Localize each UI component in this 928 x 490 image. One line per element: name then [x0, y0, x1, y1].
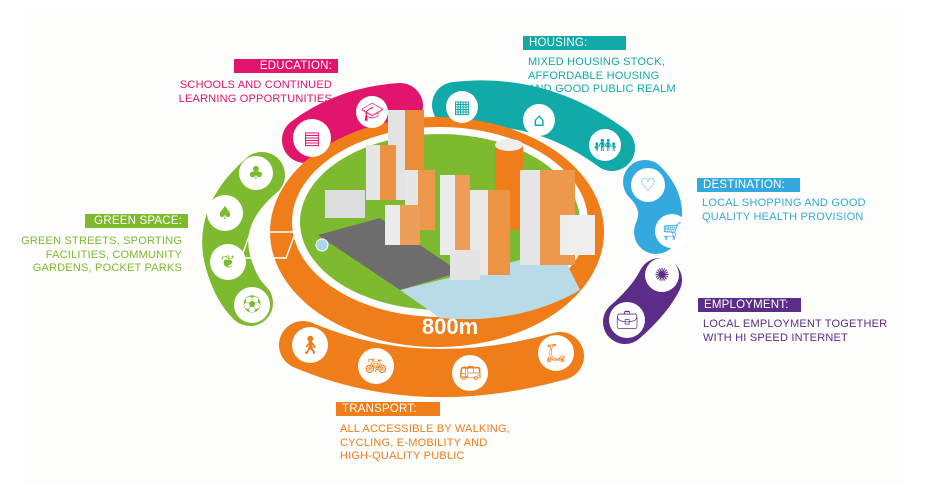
description-line: LOCAL SHOPPING AND GOOD	[702, 197, 866, 209]
destination-title: DESTINATION:	[697, 178, 800, 192]
playground-icon	[239, 156, 273, 190]
svg-text:♡: ♡	[640, 175, 656, 196]
description-line: GARDENS, POCKET PARKS	[32, 262, 182, 274]
svg-text:▦: ▦	[453, 97, 470, 118]
employment-title: EMPLOYMENT:	[698, 298, 801, 312]
svg-text:🎓︎: 🎓︎	[361, 102, 384, 123]
description-line: QUALITY HEALTH PROVISION	[702, 210, 864, 223]
description-line: ALL ACCESSIBLE BY WALKING,	[340, 423, 510, 435]
svg-text:✺: ✺	[654, 265, 669, 286]
svg-text:👪︎: 👪︎	[594, 135, 617, 156]
transport-band	[279, 321, 584, 398]
bus-icon	[452, 355, 488, 391]
transport-title: TRANSPORT:	[336, 402, 440, 416]
shopping-cart-icon	[655, 214, 689, 248]
housing-description: MIXED HOUSING STOCK, AFFORDABLE HOUSING …	[528, 56, 676, 97]
description-line: HIGH-QUALITY PUBLIC	[340, 450, 465, 462]
description-line: WITH HI SPEED INTERNET	[703, 331, 848, 344]
park-icon	[207, 195, 243, 231]
road	[318, 218, 460, 290]
building-icon	[446, 91, 478, 123]
city-buildings	[325, 110, 595, 280]
description-line: CYCLING, E-MOBILITY AND	[340, 436, 488, 449]
education-description: SCHOOLS AND CONTINUED LEARNING OPPORTUNI…	[179, 79, 332, 106]
green-space-title: GREEN SPACE:	[85, 214, 188, 228]
graduation-cap-icon	[356, 96, 388, 128]
description-line: LEARNING OPPORTUNITIES	[178, 92, 332, 105]
house-icon	[523, 104, 555, 136]
description-line: GREEN STREETS, SPORTING	[21, 235, 182, 247]
leaf-icon	[210, 244, 246, 280]
svg-text:♣: ♣	[248, 163, 264, 184]
green-space-band	[202, 152, 285, 326]
svg-text:⚽︎: ⚽︎	[243, 295, 261, 316]
family-icon	[589, 129, 621, 161]
svg-text:⌂: ⌂	[533, 110, 544, 131]
svg-text:♠: ♠	[217, 203, 233, 224]
stethoscope-icon	[631, 168, 665, 202]
800m-radius-label: 800m	[421, 314, 479, 339]
housing-title: HOUSING:	[523, 36, 626, 50]
svg-text:🛒︎: 🛒︎	[661, 221, 684, 242]
employment-description: LOCAL EMPLOYMENT TOGETHER WITH HI SPEED …	[703, 318, 887, 345]
books-icon	[293, 119, 331, 157]
description-line: AND GOOD PUBLIC REALM	[528, 83, 676, 95]
scooter-icon	[538, 335, 574, 371]
svg-text:💼︎: 💼︎	[616, 310, 639, 331]
pond	[315, 238, 329, 252]
river	[400, 250, 580, 320]
svg-text:❦: ❦	[220, 252, 235, 273]
svg-text:🚶︎: 🚶︎	[299, 335, 322, 356]
description-line: AFFORDABLE HOUSING	[528, 69, 660, 82]
football-player-icon	[234, 287, 270, 323]
briefcase-icon	[609, 302, 645, 338]
svg-text:🛴︎: 🛴︎	[545, 343, 568, 364]
description-line: FACILITIES, COMMUNITY	[45, 248, 182, 261]
svg-text:▤: ▤	[303, 128, 320, 149]
svg-text:🚲︎: 🚲︎	[365, 356, 388, 377]
education-title: EDUCATION:	[234, 59, 338, 73]
green-space-description: GREEN STREETS, SPORTING FACILITIES, COMM…	[21, 235, 182, 276]
football-pitch	[240, 231, 297, 259]
transport-description: ALL ACCESSIBLE BY WALKING, CYCLING, E-MO…	[340, 423, 510, 464]
description-line: LOCAL EMPLOYMENT TOGETHER	[703, 318, 888, 330]
description-line: SCHOOLS AND CONTINUED	[179, 79, 332, 91]
network-icon	[645, 258, 679, 292]
walking-icon	[292, 327, 328, 363]
svg-text:🚌︎: 🚌︎	[459, 363, 482, 384]
description-line: MIXED HOUSING STOCK,	[528, 56, 666, 68]
destination-description: LOCAL SHOPPING AND GOOD QUALITY HEALTH P…	[702, 197, 866, 224]
bicycle-icon	[358, 348, 394, 384]
